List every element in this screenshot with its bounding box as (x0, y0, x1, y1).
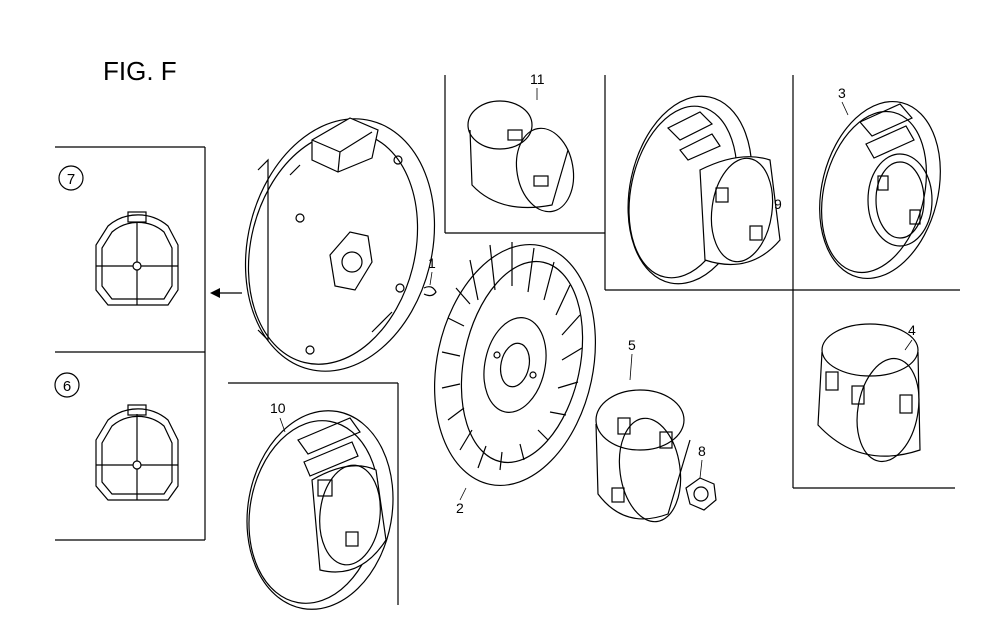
callout-7: 7 (67, 171, 75, 188)
callout-2: 2 (456, 500, 464, 516)
frame-lines (55, 75, 960, 605)
arrow-left-icon (210, 288, 242, 298)
part-9-cup: 9 (627, 95, 782, 285)
part-6-pulley: 6 (54, 372, 179, 501)
callout-1: 1 (428, 255, 436, 271)
callout-9: 9 (774, 196, 782, 212)
part-8-nut: 8 (685, 443, 717, 511)
part-10-cup: 10 (246, 400, 394, 610)
starter-housing (244, 117, 436, 372)
callout-10: 10 (270, 400, 286, 416)
callout-8: 8 (698, 443, 706, 459)
part-7-pulley: 7 (58, 165, 179, 306)
part-5-cup: 5 (595, 337, 691, 523)
part-11-sleeve: 11 (467, 71, 575, 213)
part-4-cup: 4 (817, 322, 921, 463)
callout-3: 3 (838, 85, 846, 101)
callout-4: 4 (908, 322, 916, 338)
part-3-cup: 3 (819, 85, 941, 280)
callout-11: 11 (530, 71, 545, 87)
callout-6: 6 (63, 378, 71, 395)
part-2-fan: 2 (433, 242, 597, 516)
callout-5: 5 (628, 337, 636, 353)
figure-title: FIG. F (103, 56, 177, 86)
part-1-clip: 1 (423, 255, 437, 297)
